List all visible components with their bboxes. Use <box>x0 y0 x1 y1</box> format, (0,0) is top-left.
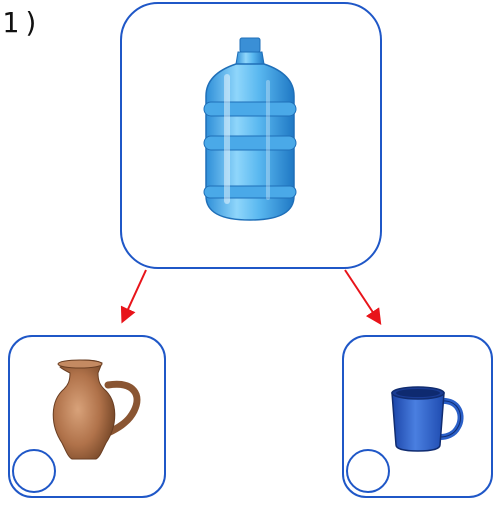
scroll-curl-left <box>12 449 56 493</box>
blue-mug-icon <box>391 386 464 452</box>
exercise-number-label: 1) <box>2 6 44 39</box>
arrow-to-right <box>344 269 382 326</box>
target-card-right <box>342 335 493 498</box>
target-card-left <box>8 335 166 498</box>
arrow-to-left <box>120 269 147 324</box>
source-card <box>120 2 382 269</box>
scroll-curl-right <box>346 449 390 493</box>
clay-jug-icon <box>52 359 141 460</box>
water-bottle-icon <box>203 37 297 221</box>
